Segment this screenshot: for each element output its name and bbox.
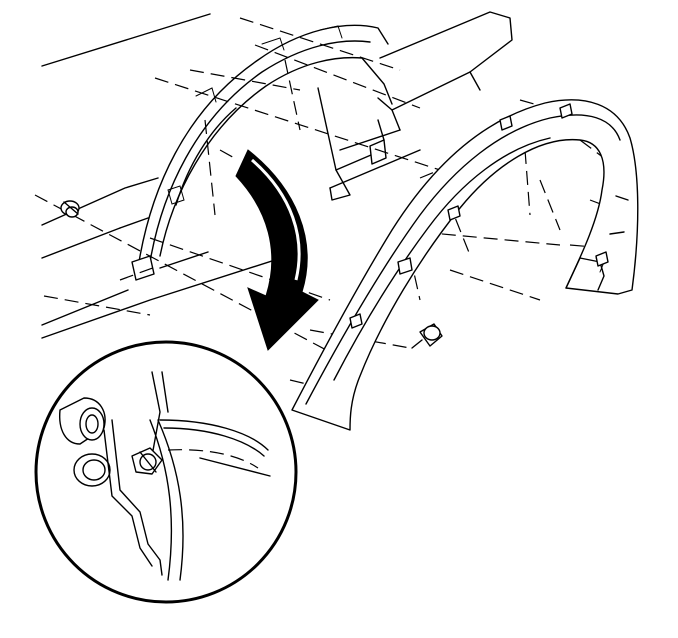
detail-inset	[34, 340, 298, 604]
install-arrow	[235, 149, 319, 351]
push-retainer	[60, 200, 80, 218]
wheel-opening-arch	[131, 24, 393, 281]
fender-flare	[291, 99, 639, 431]
bolt	[411, 323, 443, 349]
